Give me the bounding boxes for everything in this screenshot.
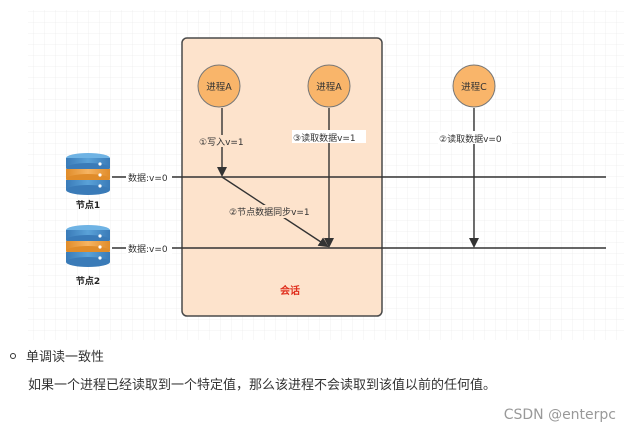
node2-value-bg [126,242,172,254]
process-a-write-label: 进程A [206,82,232,93]
read-c-annotation-bg [438,131,512,144]
write-annotation: ①写入v=1 [199,137,244,148]
session-label: 会话 [280,284,300,297]
process-c-label: 进程C [461,82,487,93]
watermark: CSDN @enterpc [503,407,616,423]
sync-annotation: ②节点数据同步v=1 [229,206,310,218]
read-c-annotation: ②读取数据v=0 [439,133,502,145]
read-a-annotation: ③读取数据v=1 [293,132,356,144]
read-a-annotation-bg [292,130,366,143]
node1-value-bg [126,171,172,183]
process-a-read-circle [307,64,351,108]
process-a-write-circle [197,64,241,108]
node1-value-label: 数据:v=0 [128,172,168,184]
write-annotation-bg [198,135,254,147]
database-icon [66,153,110,195]
bullet-icon [10,352,16,359]
node2-value-label: 数据:v=0 [128,243,168,255]
bullet-description: 如果一个进程已经读取到一个特定值，那么该进程不会读取到该值以前的任何值。 [28,378,497,393]
node2-label: 节点2 [76,275,100,287]
process-a-read-label: 进程A [316,82,342,93]
bullet-title: 单调读一致性 [26,350,105,365]
sync-annotation-bg [228,205,324,218]
process-c-circle [452,64,496,108]
node1-label: 节点1 [76,199,100,211]
database-icon [66,225,110,267]
bullet-item: 单调读一致性 [10,346,104,365]
